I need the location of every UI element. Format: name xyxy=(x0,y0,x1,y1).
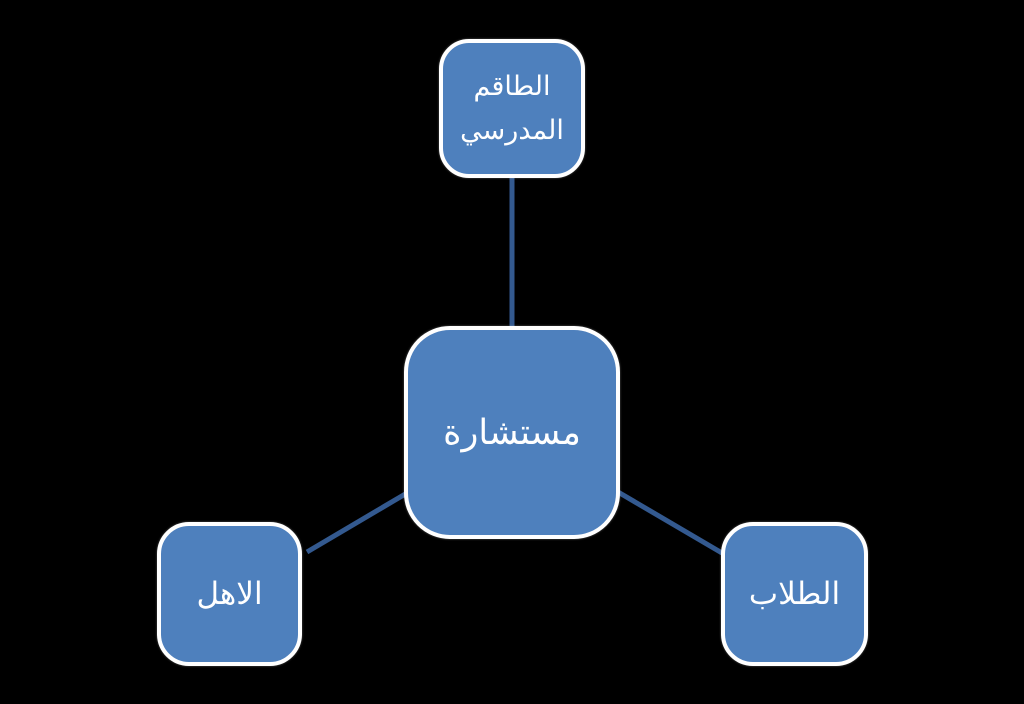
node-students: الطلاب xyxy=(721,522,868,666)
node-counselor-label: مستشارة xyxy=(443,412,581,453)
node-school-staff-label: الطاقم المدرسي xyxy=(460,71,564,146)
node-school-staff: الطاقم المدرسي xyxy=(439,39,585,178)
node-parents-label: الاهل xyxy=(196,576,263,612)
connector-center-to-bottom-left xyxy=(305,490,409,555)
node-students-label: الطلاب xyxy=(748,576,841,612)
node-counselor: مستشارة xyxy=(404,326,620,539)
node-parents: الاهل xyxy=(157,522,302,666)
connector-center-to-bottom-right xyxy=(616,489,724,556)
